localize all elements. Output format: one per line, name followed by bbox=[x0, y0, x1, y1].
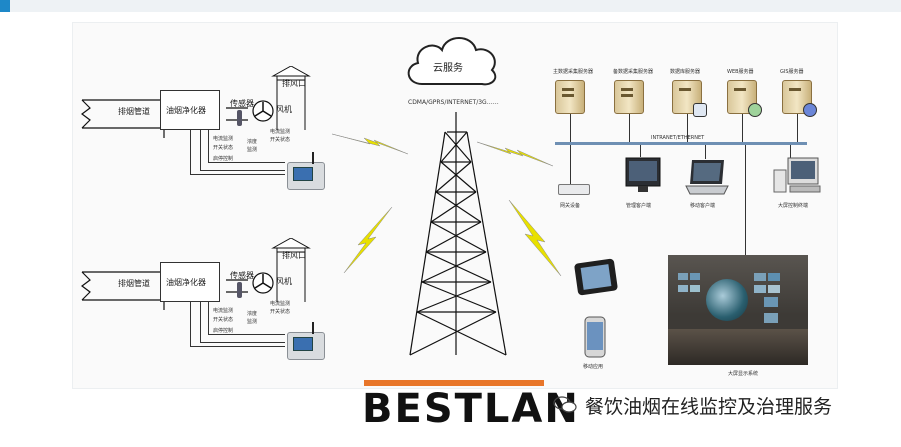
purifier-label: 油烟净化器 bbox=[166, 278, 206, 287]
server-label: 主数据采集服务器 bbox=[553, 69, 594, 75]
server-icon bbox=[614, 80, 644, 114]
purifier-label: 油烟净化器 bbox=[166, 106, 206, 115]
signal-label: 开关状态 bbox=[213, 317, 234, 323]
signal-label: 电流监测 bbox=[270, 129, 291, 135]
fan-icon bbox=[252, 100, 274, 122]
cloud-label: 云服务 bbox=[433, 63, 463, 74]
signal-label: 开关状态 bbox=[270, 137, 291, 143]
server-label: WEB服务器 bbox=[727, 69, 754, 75]
sensor-label: 传感器 bbox=[230, 99, 254, 108]
signal-bolt-icon bbox=[508, 199, 562, 277]
signal-label: 电流监测 bbox=[213, 136, 234, 142]
monitor-terminal bbox=[287, 322, 325, 360]
tablet-icon bbox=[574, 258, 618, 296]
database-server-icon bbox=[672, 80, 707, 117]
signal-bolt-icon bbox=[343, 206, 393, 274]
gateway-label: 网关设备 bbox=[560, 203, 581, 209]
signal-label: 启停控制 bbox=[213, 328, 234, 334]
fan-label: 风机 bbox=[276, 277, 292, 286]
signal-bolt-icon bbox=[331, 133, 409, 155]
server-label: GIS服务器 bbox=[780, 69, 804, 75]
purifier-box bbox=[160, 90, 220, 130]
mobile-app-label: 移动应用 bbox=[583, 364, 604, 370]
mgmt-client-label: 管理客户端 bbox=[626, 203, 652, 209]
signal-label: 开关状态 bbox=[270, 309, 291, 315]
logo-bar bbox=[364, 380, 544, 386]
network-bus bbox=[555, 142, 807, 145]
cloud-icon bbox=[407, 37, 497, 86]
signal-label: 电流监测 bbox=[213, 308, 234, 314]
web-server-icon bbox=[727, 80, 762, 117]
header-accent bbox=[0, 0, 10, 12]
brand-logo: BESTLAN bbox=[362, 380, 580, 432]
fan-icon bbox=[252, 272, 274, 294]
outlet-label: 排风口 bbox=[282, 251, 306, 260]
signal-label: 监测 bbox=[247, 147, 258, 153]
signal-label: 启停控制 bbox=[213, 156, 234, 162]
desktop-monitor-icon bbox=[625, 157, 661, 192]
sensor-probe bbox=[237, 282, 242, 298]
bus-label: INTRANET/ETHERNET bbox=[651, 135, 705, 141]
screen-ctrl-label: 大屏控制终端 bbox=[778, 203, 809, 209]
tower-icon bbox=[409, 112, 507, 356]
monitor-terminal bbox=[287, 152, 325, 190]
gis-server-icon bbox=[782, 80, 817, 117]
fan-label: 风机 bbox=[276, 105, 292, 114]
purifier-box bbox=[160, 262, 220, 302]
signal-bolt-icon bbox=[476, 141, 554, 167]
server-label: 备数据采集服务器 bbox=[613, 69, 654, 75]
server-icon bbox=[555, 80, 585, 114]
header-strip bbox=[0, 0, 901, 12]
duct-label: 排烟管道 bbox=[118, 279, 150, 288]
big-screen-label: 大屏显示系统 bbox=[728, 371, 759, 377]
sensor-label: 传感器 bbox=[230, 271, 254, 280]
duct-label: 排烟管道 bbox=[118, 107, 150, 116]
mobile-client-label: 移动客户端 bbox=[690, 203, 716, 209]
signal-label: 浓度 bbox=[247, 311, 258, 317]
outlet-hood-icon bbox=[271, 66, 311, 130]
network-label: CDMA/GPRS/INTERNET/3G…… bbox=[408, 99, 499, 106]
gateway-icon bbox=[558, 184, 590, 195]
laptop-icon bbox=[685, 160, 729, 195]
chat-bubble-icon bbox=[553, 396, 577, 413]
workstation-icon bbox=[773, 157, 821, 193]
outlet-label: 排风口 bbox=[282, 79, 306, 88]
signal-label: 浓度 bbox=[247, 139, 258, 145]
server-label: 数据库服务器 bbox=[670, 69, 701, 75]
video-wall-photo bbox=[668, 255, 808, 365]
sensor-probe bbox=[237, 110, 242, 126]
signal-label: 监测 bbox=[247, 319, 258, 325]
watermark-text: 餐饮油烟在线监控及治理服务 bbox=[585, 396, 833, 418]
brand-logo-text: BESTLAN bbox=[362, 386, 580, 432]
signal-label: 开关状态 bbox=[213, 145, 234, 151]
outlet-hood-icon bbox=[271, 238, 311, 302]
signal-label: 电流监测 bbox=[270, 301, 291, 307]
smartphone-icon bbox=[584, 316, 606, 358]
